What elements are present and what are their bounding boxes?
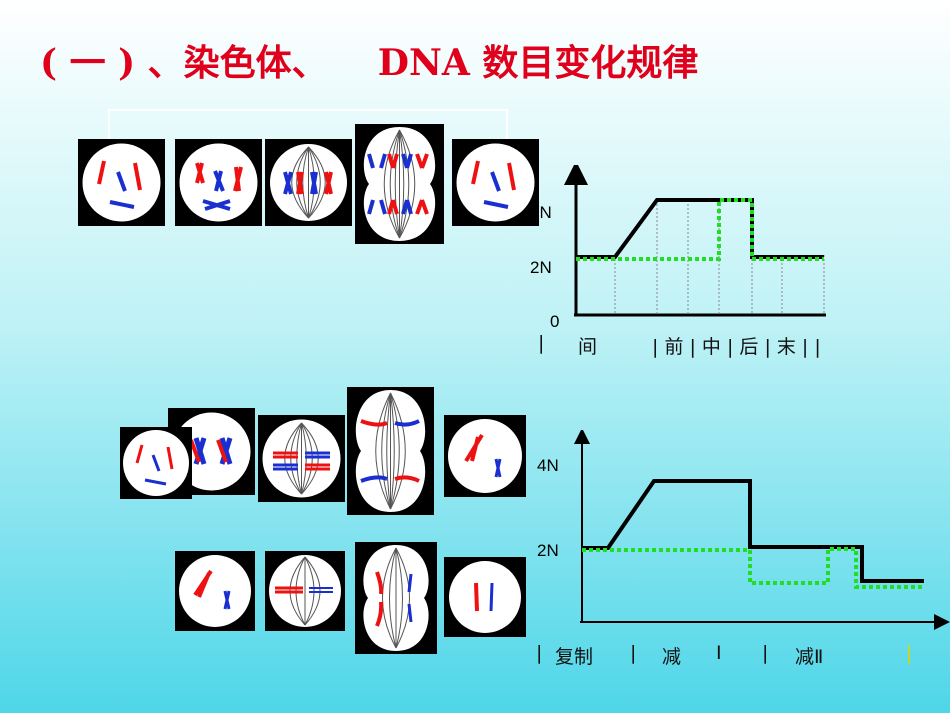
mitosis-ylabel-4n: 4N (530, 203, 552, 222)
meiosis-stage-reduction1-b: Ⅰ (716, 642, 722, 664)
cycle-bracket (108, 109, 508, 143)
meiosis-stage-sep-2: | (630, 642, 637, 664)
meiosis-stage-replication: 复制 (555, 646, 594, 668)
meiosis-chart (574, 430, 950, 630)
mitosis-chart (564, 165, 826, 317)
cell-meiosis-anaphase1 (347, 387, 434, 515)
cell-metaphase (265, 139, 352, 226)
mitosis-chromosome-line (576, 198, 824, 261)
cell-meiosis-metaphase1 (258, 415, 345, 502)
meiosis-stage-reduction2: 减Ⅱ (795, 646, 824, 668)
cell-meiosis2-metaphase (265, 551, 345, 631)
mitosis-stage-interphase: 间 (578, 336, 598, 358)
meiosis-ylabel-4n: 4N (537, 456, 559, 475)
mitosis-ylabel-0: 0 (550, 312, 560, 331)
cell-meiosis2-telophase (444, 557, 526, 637)
cell-meiosis2-prophase (175, 551, 255, 631)
cell-meiosis-interphase (120, 427, 192, 499)
mitosis-dna-line (576, 198, 824, 259)
mitosis-ylabel-2n: 2N (530, 258, 552, 277)
mitosis-stage-sep: | (538, 332, 545, 354)
cell-meiosis2-anaphase (355, 542, 437, 654)
meiosis-stage-sep-4: | (906, 642, 913, 664)
cell-daughter (452, 139, 539, 226)
meiosis-stage-sep-1: | (536, 642, 543, 664)
cell-interphase (78, 139, 165, 226)
cell-meiosis-telophase1 (444, 415, 526, 497)
page-title: ( 一 ) 、染色体、 DNA 数目变化规律 (40, 42, 699, 84)
mitosis-stage-phases: | 前 | 中 | 后 | 末 | | (652, 336, 821, 358)
meiosis-stage-reduction1-a: 减 (662, 646, 682, 668)
cell-anaphase (355, 124, 444, 244)
meiosis-chromosome-line (582, 547, 924, 589)
cell-prophase (175, 139, 262, 226)
meiosis-dna-line (582, 479, 924, 583)
meiosis-stage-sep-3: | (762, 642, 769, 664)
meiosis-ylabel-2n: 2N (537, 541, 559, 560)
